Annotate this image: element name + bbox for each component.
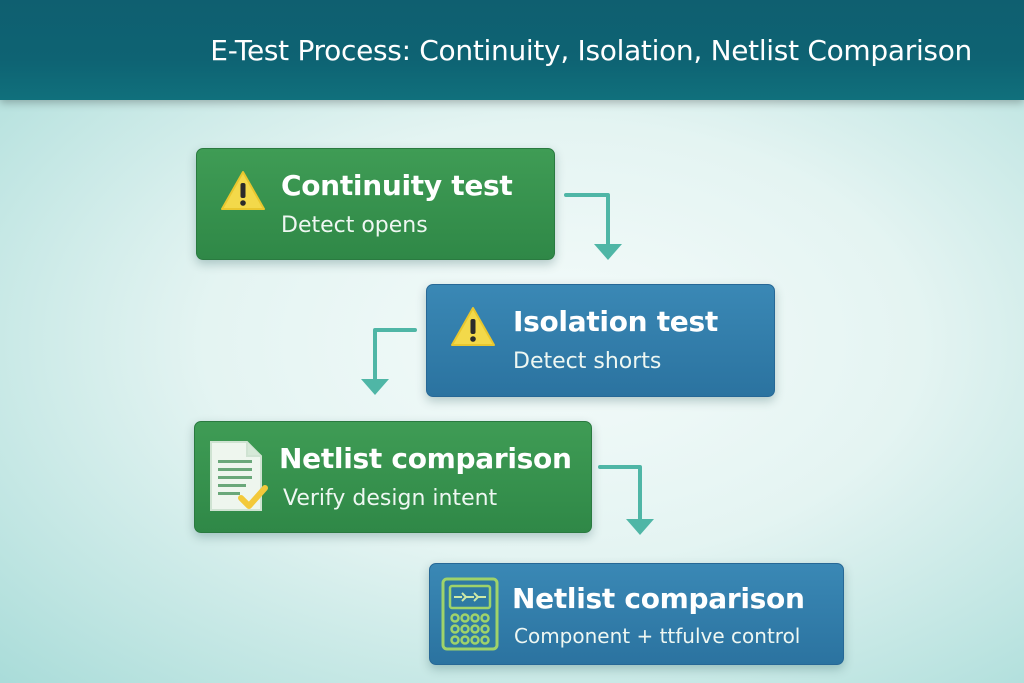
connector-arrow-1 bbox=[564, 193, 610, 252]
step-title: Isolation test bbox=[513, 305, 718, 338]
step-netlist-component-control: Netlist comparison Component + ttfulve c… bbox=[429, 563, 844, 665]
step-title: Netlist comparison bbox=[512, 582, 805, 615]
arrowhead-2 bbox=[361, 379, 389, 395]
step-subtitle: Component + ttfulve control bbox=[514, 624, 801, 648]
step-subtitle: Verify design intent bbox=[283, 486, 498, 511]
step-subtitle: Detect shorts bbox=[513, 349, 662, 374]
header-bar: E-Test Process: Continuity, Isolation, N… bbox=[0, 0, 1024, 100]
page-title: E-Test Process: Continuity, Isolation, N… bbox=[210, 34, 972, 67]
warning-icon bbox=[221, 171, 265, 210]
step-title: Continuity test bbox=[281, 169, 513, 202]
connector-arrow-2 bbox=[373, 328, 417, 387]
step-netlist-comparison: Netlist comparison Verify design intent bbox=[194, 421, 592, 533]
document-check-icon bbox=[210, 441, 268, 511]
step-isolation-test: Isolation test Detect shorts bbox=[426, 284, 775, 397]
warning-icon bbox=[451, 307, 495, 346]
connector-arrow-3 bbox=[598, 465, 642, 527]
step-continuity-test: Continuity test Detect opens bbox=[196, 148, 555, 260]
arrowhead-1 bbox=[594, 244, 622, 260]
step-title: Netlist comparison bbox=[279, 442, 572, 475]
step-subtitle: Detect opens bbox=[281, 213, 428, 238]
arrowhead-3 bbox=[626, 519, 654, 535]
circuit-board-icon bbox=[441, 577, 499, 651]
